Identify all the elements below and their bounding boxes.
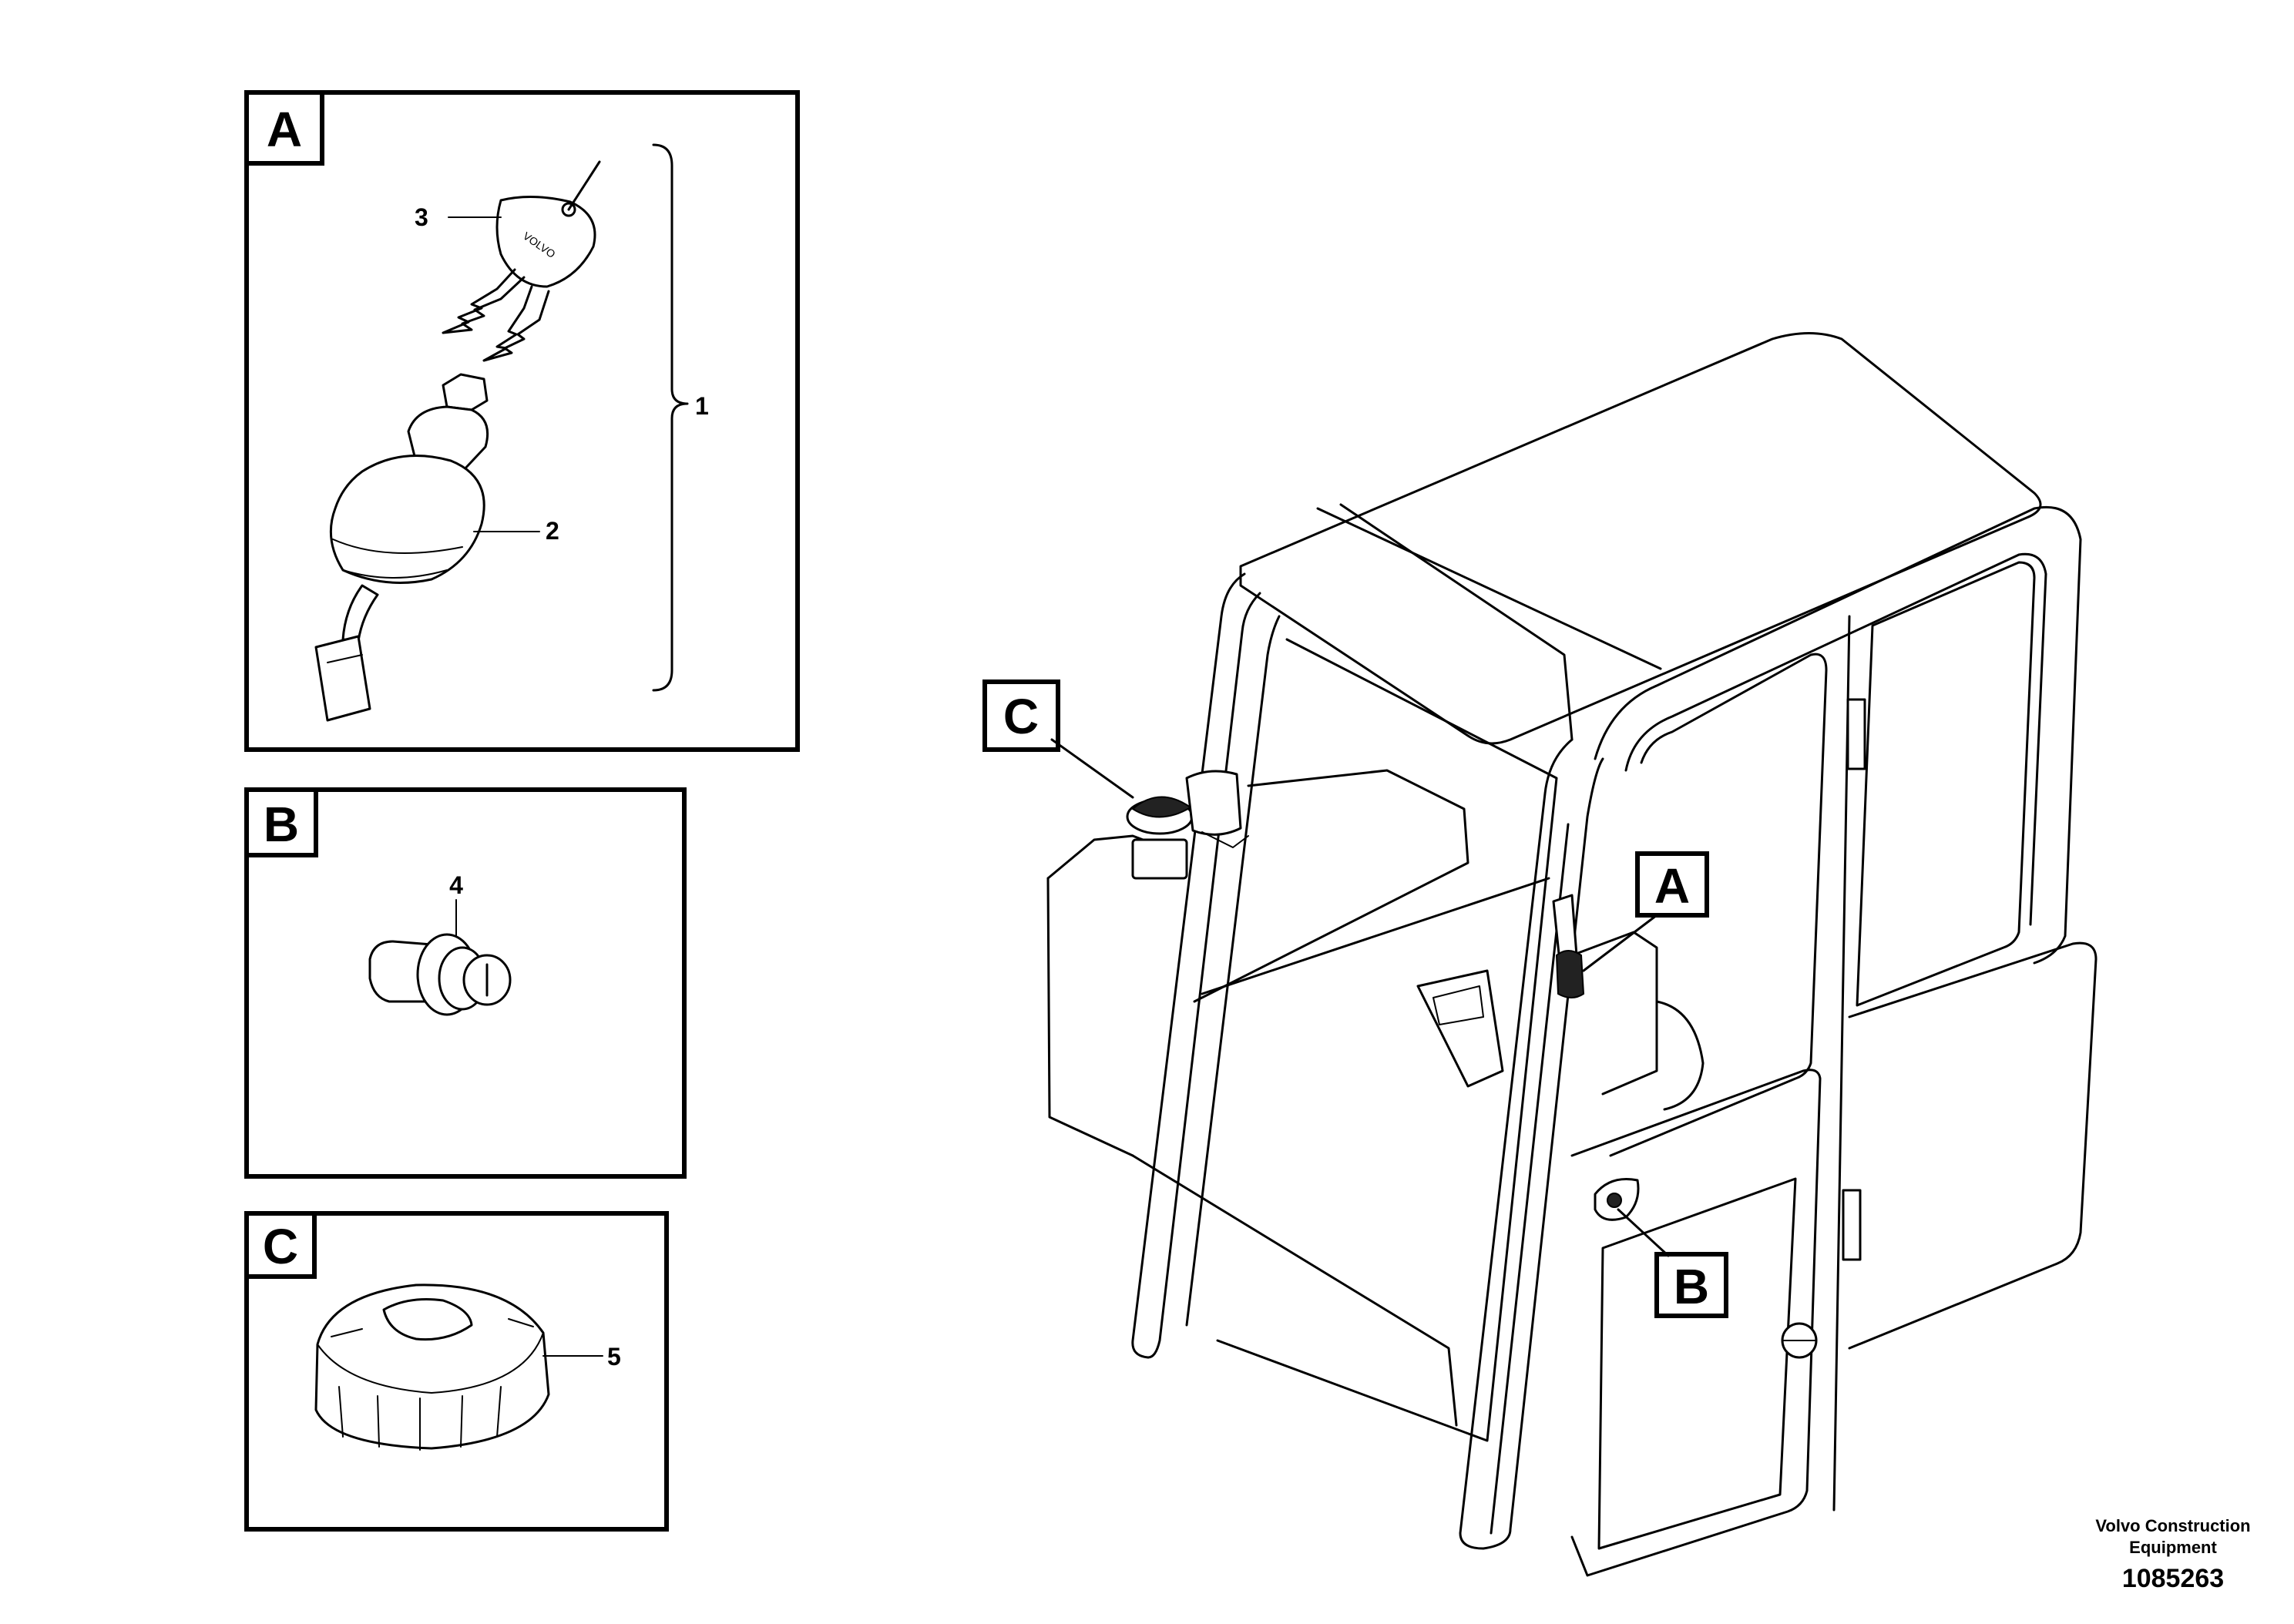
panel-a-frame [244,90,800,752]
cab-marker-b-letter: B [1674,1259,1709,1314]
door-top-frame-inner [1624,552,2047,926]
fuel-cap-body [314,1283,550,1450]
door-window [1609,653,1828,1157]
panel-c-letter-box [244,1211,317,1279]
ignition-switch-icon [314,373,489,722]
callout-2: 2 [546,517,559,545]
panel-a: A 1 VOLVO 3 2 [244,90,800,752]
cab-marker-a-leader [1582,914,1658,972]
lower-door-inset [1597,1177,1797,1550]
switch-housing-edge [342,569,448,579]
panel-c-letter: C [263,1219,298,1274]
cab-illustration [1046,332,2098,1577]
callout-3: 3 [415,203,428,231]
panel-c: C 5 [244,1211,669,1532]
armrest-pad [1432,985,1484,1025]
door-lock-dot [1607,1193,1622,1208]
switch-cable [341,584,379,643]
cab-marker-c-letter: C [1003,689,1039,744]
callout-1: 1 [695,392,709,420]
roof-panel-seam [1316,507,1662,670]
fuel-cap-top-edge [317,1332,544,1394]
panel-b: B 4 [244,787,687,1179]
seat-back-curve [1655,1000,1705,1111]
body-upper-line [1201,877,1550,995]
front-pillar-back [1185,615,1281,1327]
tank-fuel-cap-icon [1126,796,1194,880]
tank-top-rear [1193,769,1469,1003]
key-ring-wire [567,160,601,211]
tank-front-face [1046,877,1134,1157]
cab-marker-a: A [1582,851,1709,972]
cab-marker-b-leader [1617,1208,1670,1257]
callout-5: 5 [607,1343,621,1371]
breather-body [1185,770,1242,836]
fuel-cap-grip-ribs [338,1386,502,1451]
switch-housing [329,455,485,584]
panel-b-letter: B [264,797,299,852]
callout-4: 4 [449,871,463,899]
door-pillar [1459,738,1604,1550]
switch-connector [314,635,371,722]
cab-door-handle-icon [1594,1177,1640,1221]
kit-bracket [652,143,689,692]
body-base-line [1131,1154,1458,1427]
upper-hinge [1846,698,1866,770]
rear-lower-panel [1848,941,2098,1350]
cab-marker-a-box [1635,851,1709,918]
figure-number: 1085263 [2122,1564,2224,1593]
control-box [1570,931,1658,1096]
fuel-cap-icon [314,1283,550,1451]
door-pillar-inner [1490,823,1570,1535]
panel-b-frame [244,787,687,1179]
fuel-cap-lock-cover [382,1298,473,1341]
breather-bracket [1201,831,1249,848]
cab-marker-a-letter: A [1654,858,1690,914]
key-fob [495,196,596,288]
cab-ignition-key-icon [1552,894,1585,998]
cab-ignition-switch [1555,950,1585,998]
front-pillar-outer [1131,572,1246,1359]
key-blade-right [482,285,550,362]
key-blade-left [442,268,526,334]
switch-housing-band [332,539,463,554]
cab-roof [1239,332,2042,745]
connector-rib [327,654,363,663]
roof-rail-divider [1339,503,1574,741]
panel-a-letter-box [244,90,324,166]
fuel-cap-top-ribs [331,1318,534,1337]
cab-marker-c-leader [1050,738,1134,799]
cab-marker-b-box [1654,1252,1728,1318]
panel-c-frame [244,1211,669,1532]
switch-barrel-tip [442,373,489,411]
panel-a-letter: A [267,102,302,157]
tank-filler-neck [1131,838,1188,880]
company-name-line2: Equipment [2129,1538,2217,1557]
rear-side-window [1856,561,2036,1007]
breather-icon [1185,770,1249,848]
front-window-frame [1216,638,1558,1442]
cab-marker-b: B [1617,1208,1728,1318]
lower-hinge [1842,1189,1862,1261]
footer: Volvo Construction Equipment 1085263 [2095,1516,2250,1593]
armrest-console [1416,969,1504,1088]
cab-marker-c-box [982,679,1060,752]
cab-marker-c: C [982,679,1134,799]
front-pillar-inner [1147,592,1261,1359]
lower-door-panel [1570,1069,1822,1577]
door-lock-cylinder-icon [368,933,512,1016]
company-name-line1: Volvo Construction [2095,1516,2250,1535]
key-set-icon: VOLVO [442,160,601,362]
panel-b-letter-box [244,787,318,857]
